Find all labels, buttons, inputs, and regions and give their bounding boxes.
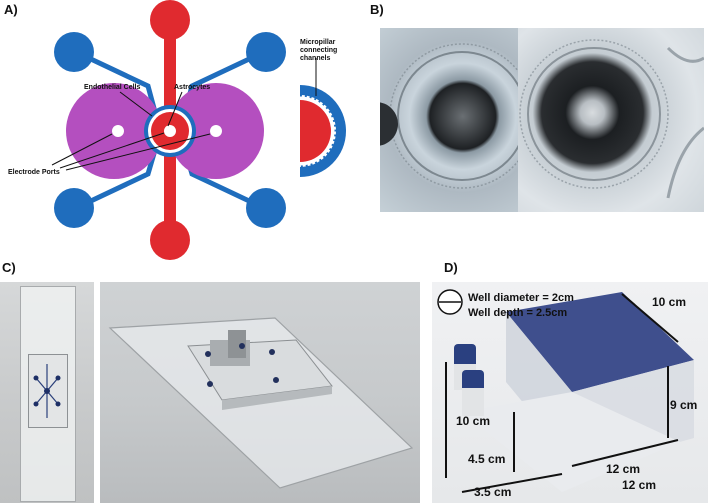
panel-d-letter: D) bbox=[444, 260, 458, 275]
bottom-depth-label: 3.5 cm bbox=[474, 485, 512, 499]
microscope-image-right bbox=[518, 28, 704, 212]
slide-photo-angled bbox=[100, 282, 420, 503]
well-depth-label: Well depth = 2.5cm bbox=[468, 307, 568, 319]
annotation-arrows bbox=[51, 91, 211, 171]
bottom-left-blue-reservoir bbox=[54, 188, 94, 228]
microscope-image-left bbox=[380, 28, 518, 212]
endothelial-label: Endothelial Cells bbox=[84, 84, 141, 91]
top-red-reservoir bbox=[150, 0, 190, 40]
top-width-label: 10 cm bbox=[652, 295, 687, 309]
panel-a-diagram: Endothelial Cells Astrocytes Electrode P… bbox=[8, 0, 346, 260]
inner-height-label: 4.5 cm bbox=[468, 452, 506, 466]
center-electrode-port bbox=[164, 125, 176, 137]
well-diameter-label: Well diameter = 2cm bbox=[468, 292, 574, 304]
panel-c-letter: C) bbox=[2, 260, 16, 275]
astrocytes-label: Astrocytes bbox=[174, 84, 210, 91]
bottom-red-reservoir bbox=[150, 220, 190, 260]
top-right-blue-reservoir bbox=[246, 32, 286, 72]
micropillar-detail bbox=[299, 58, 346, 177]
right-height-label: 9 cm bbox=[670, 398, 698, 412]
front-length-label: 12 cm bbox=[606, 462, 641, 476]
box-photo bbox=[432, 282, 708, 503]
micropillar-label-3: channels bbox=[300, 55, 330, 62]
micropillar-label-1: Micropillar bbox=[300, 39, 336, 46]
top-left-blue-reservoir bbox=[54, 32, 94, 72]
right-electrode-port bbox=[210, 125, 222, 137]
slide-photo-top bbox=[0, 282, 94, 503]
electrode-ports-label: Electrode Ports bbox=[8, 169, 60, 176]
micropillar-label-2: connecting bbox=[300, 47, 337, 54]
panel-b-letter: B) bbox=[370, 2, 384, 17]
left-electrode-port bbox=[112, 125, 124, 137]
panel-a-letter: A) bbox=[4, 2, 18, 17]
left-height-label: 10 cm bbox=[456, 414, 491, 428]
bottom-length-label: 12 cm bbox=[622, 478, 657, 492]
bottom-right-blue-reservoir bbox=[246, 188, 286, 228]
